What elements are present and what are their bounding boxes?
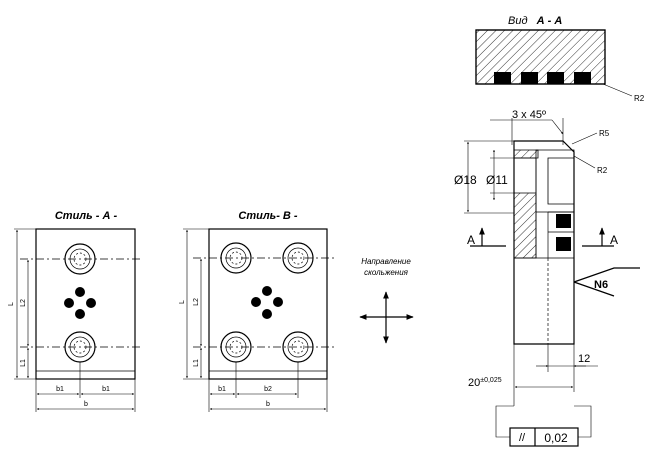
style-a-lube-pockets [64,287,96,319]
sliding-direction: Направление скольжения [359,257,414,344]
style-a-dim-L: L [8,302,15,306]
style-b-dim-b1: b1 [218,386,226,393]
style-b-dim-b2: b2 [264,386,272,393]
section-seal-top [556,214,571,228]
style-b-dim-L1: L1 [193,359,200,367]
style-a-dim-L1: L1 [20,359,27,367]
svg-text:20±0,025: 20±0,025 [468,377,502,389]
style-a-dim-b1-right: b1 [102,386,110,393]
svg-text:Вид А - А: Вид А - А [508,15,562,27]
view-a-a: Вид А - А R2 [475,15,645,103]
parallel-value: 0,02 [544,431,568,445]
style-b-dim-L: L [179,300,186,304]
style-b-dim-L2: L2 [193,298,200,306]
style-a-title: Стиль - А - [55,210,118,222]
direction-label-line1: Направление [361,257,411,266]
dia-18-label: Ø18 [454,173,477,187]
section-seal-bottom [556,237,571,251]
view-radius-label: R2 [634,94,645,103]
roughness-symbol [573,267,640,283]
radius-2-label: R2 [597,166,608,175]
style-b-hole-top-right [282,242,314,274]
roughness-label: N6 [594,279,608,291]
radius-5-label: R5 [599,129,610,138]
style-a-view: Стиль - А - L L2 [8,210,142,412]
dim-12-label: 12 [578,353,590,365]
cross-section: 3 x 45º R5 R2 Ø18 Ø11 [454,109,640,447]
cut-label-left: А [467,233,475,247]
style-b-lube-pockets [251,286,283,319]
dim-20-tolerance: ±0,025 [480,377,501,384]
tolerance-frame [509,427,579,447]
style-b-dim-b: b [266,401,270,408]
style-a-plate [35,228,136,380]
view-seal-grooves [494,72,591,84]
parallel-symbol: // [519,432,526,444]
style-b-view: Стиль- В - [179,210,334,412]
style-b-hole-top-left [220,242,252,274]
cut-label-right: А [610,233,618,247]
view-title-prefix: Вид [508,15,528,27]
view-title-section: А - А [536,15,563,27]
style-b-title: Стиль- В - [238,210,298,222]
style-b-plate [208,228,328,380]
direction-label-line2: скольжения [364,268,409,277]
dia-11-label: Ø11 [486,173,508,187]
section-outline [513,140,575,345]
style-a-dim-b: b [84,401,88,408]
style-a-hole-top [64,243,96,275]
style-a-dim-b1-left: b1 [56,386,64,393]
style-a-dim-L2: L2 [20,299,27,307]
dim-20-label: 20 [468,377,480,389]
section-hatch-left [513,192,537,259]
view-r2-leader [602,83,633,97]
chamfer-label: 3 x 45º [512,109,546,121]
